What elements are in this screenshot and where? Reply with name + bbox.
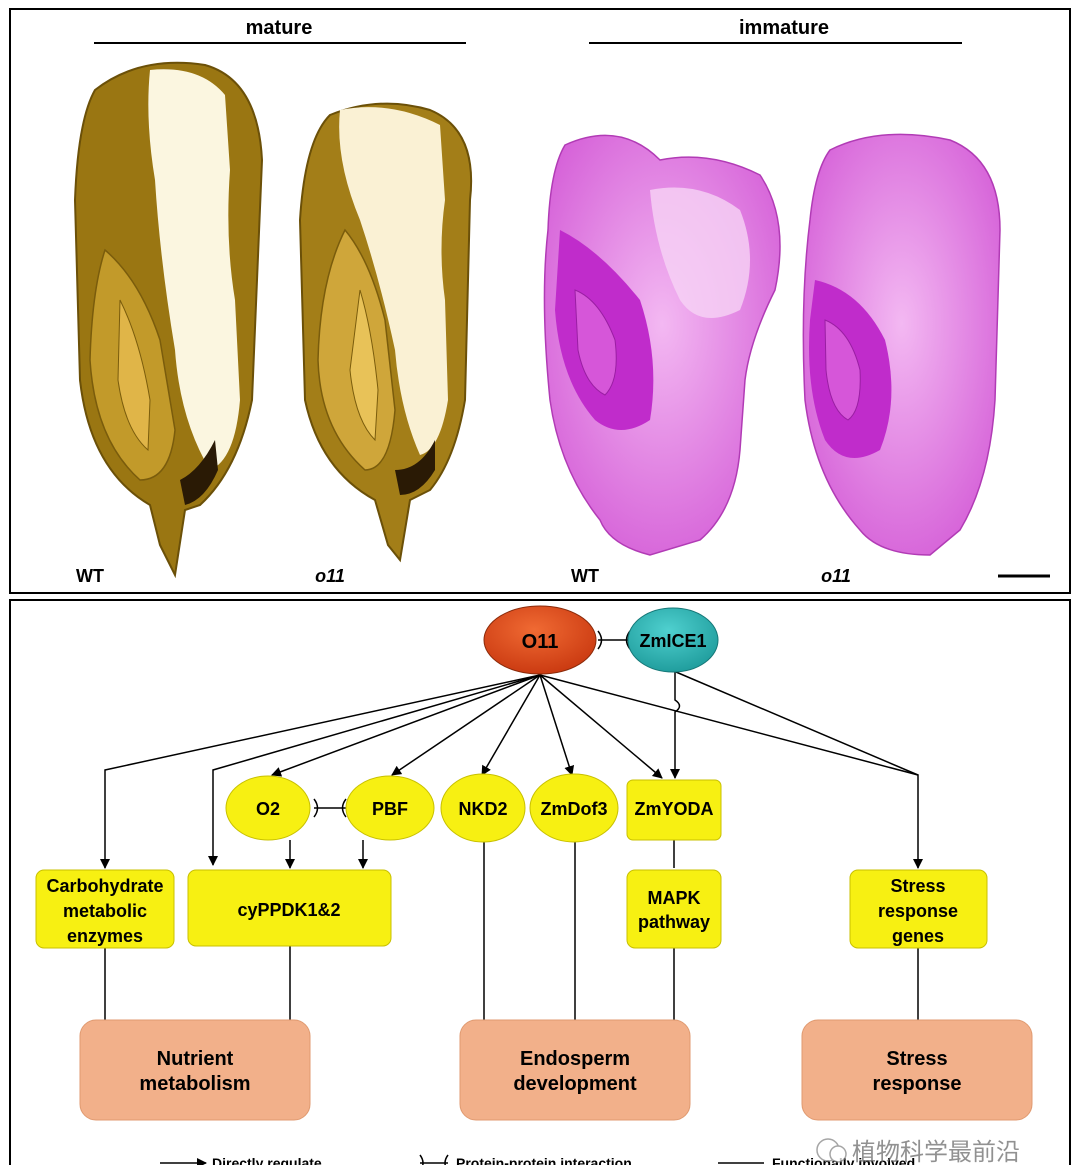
edge-o11-carb	[100, 674, 541, 869]
node-cyppdk	[187, 869, 392, 947]
node-stress-genes-line2: response	[878, 901, 958, 921]
node-mapk-line1: MAPK	[648, 888, 701, 908]
node-endosperm	[459, 1019, 691, 1121]
node-carb-line2: metabolic	[63, 901, 147, 921]
ppi-o2-pbf	[313, 798, 347, 818]
node-endosperm-line1: Endosperm	[520, 1048, 630, 1070]
sample-label-mature-wt: WT	[76, 566, 104, 586]
edge-o11-cyppdk	[208, 674, 541, 866]
node-carb	[35, 869, 175, 949]
edge-o11-zmdof3	[539, 674, 575, 776]
node-zmyoda-label: ZmYODA	[634, 799, 713, 819]
legend: Directly regulate Protein-protein intera…	[160, 1154, 915, 1170]
node-o2-label: O2	[256, 799, 280, 819]
node-o11-label: O11	[522, 631, 559, 653]
kernel-image-immature-o11	[802, 133, 1001, 556]
node-nutrient-line1: Nutrient	[157, 1048, 234, 1070]
node-pbf	[345, 775, 435, 841]
node-pbf-label: PBF	[372, 799, 408, 819]
node-zmyoda	[626, 779, 722, 841]
node-cyppdk-label: cyPPDK1&2	[237, 900, 340, 920]
group-label-mature: mature	[246, 17, 313, 39]
node-mapk-line2: pathway	[638, 912, 710, 932]
watermark-text: 植物科学最前沿	[852, 1139, 1020, 1165]
legend-directly-regulate: Directly regulate	[212, 1155, 322, 1165]
node-zmice1	[627, 607, 719, 673]
sample-label-mature-o11: o11	[315, 566, 345, 586]
node-stress-genes	[849, 869, 988, 949]
node-carb-line1: Carbohydrate	[46, 876, 163, 896]
edge-o11-pbf	[391, 674, 541, 776]
legend-ppi: Protein-protein interaction	[456, 1155, 632, 1165]
node-carb-line3: enzymes	[67, 926, 143, 946]
node-zmdof3	[529, 773, 619, 843]
edge-zmice1-zmyoda	[670, 672, 681, 779]
kernel-image-immature-wt	[543, 134, 781, 556]
edge-zmice1-stress	[675, 671, 919, 776]
node-zmdof3-label: ZmDof3	[541, 799, 608, 819]
watermark: 植物科学最前沿	[816, 1138, 1020, 1166]
node-o2	[225, 775, 311, 841]
node-mapk	[626, 869, 722, 949]
node-nkd2-label: NKD2	[458, 799, 507, 819]
kernel-image-mature-wt	[73, 61, 264, 579]
node-endosperm-line2: development	[513, 1073, 637, 1095]
node-stress-response-line2: response	[873, 1073, 962, 1095]
node-nutrient	[79, 1019, 311, 1121]
node-nutrient-line2: metabolism	[139, 1073, 250, 1095]
edge-o11-o2	[271, 674, 541, 777]
edge-o11-zmyoda	[539, 674, 663, 779]
node-o11	[483, 605, 597, 675]
node-zmice1-label: ZmICE1	[639, 631, 706, 651]
group-label-immature: immature	[739, 17, 829, 39]
node-stress-genes-line1: Stress	[890, 876, 945, 896]
regulation-edges	[100, 671, 923, 1020]
node-stress-genes-line3: genes	[892, 926, 944, 946]
sample-label-immature-o11: o11	[821, 566, 851, 586]
node-nkd2	[440, 773, 526, 843]
edge-o11-nkd2	[481, 674, 541, 776]
node-stress-response	[801, 1019, 1033, 1121]
kernel-image-mature-o11	[298, 102, 473, 563]
sample-label-immature-wt: WT	[571, 566, 599, 586]
node-stress-response-line1: Stress	[886, 1048, 947, 1070]
